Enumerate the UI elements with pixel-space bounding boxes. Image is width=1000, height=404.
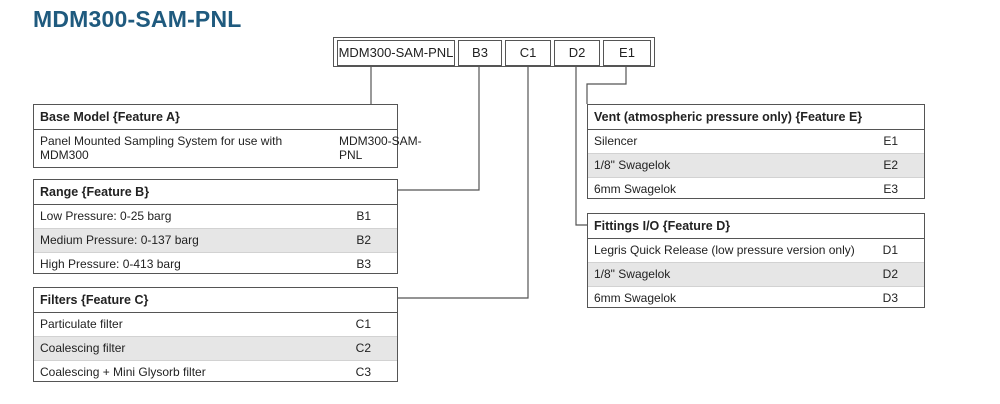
table-row: Coalescing filter C2 bbox=[34, 337, 397, 361]
row-code: E1 bbox=[883, 134, 898, 148]
row-code: MDM300-SAM-PNL bbox=[339, 134, 422, 162]
table-row: Coalescing + Mini Glysorb filter C3 bbox=[34, 361, 397, 384]
table-header: Range {Feature B} bbox=[34, 180, 397, 205]
table-row: Particulate filter C1 bbox=[34, 313, 397, 337]
row-description: Medium Pressure: 0-137 barg bbox=[40, 233, 199, 247]
table-base-model: Base Model {Feature A} Panel Mounted Sam… bbox=[33, 104, 422, 168]
row-description: Silencer bbox=[594, 134, 638, 148]
connector-filters bbox=[398, 66, 529, 299]
code-box-vent: E1 bbox=[603, 40, 651, 66]
row-description: 1/8" Swagelok bbox=[594, 158, 671, 172]
table-row: Low Pressure: 0-25 barg B1 bbox=[34, 205, 397, 229]
code-box-fittings: D2 bbox=[554, 40, 600, 66]
row-description: Low Pressure: 0-25 barg bbox=[40, 209, 172, 223]
row-code: E2 bbox=[883, 158, 898, 172]
row-code: C1 bbox=[355, 317, 371, 331]
row-code: E3 bbox=[883, 182, 898, 196]
table-fittings: Fittings I/O {Feature D} Legris Quick Re… bbox=[587, 213, 925, 308]
row-code: D1 bbox=[882, 243, 898, 257]
row-code: D3 bbox=[882, 291, 898, 305]
connector-vent bbox=[586, 66, 627, 104]
table-row: Silencer E1 bbox=[588, 130, 924, 154]
table-row: 1/8" Swagelok D2 bbox=[588, 263, 924, 287]
row-description: 6mm Swagelok bbox=[594, 182, 677, 196]
page-title: MDM300-SAM-PNL bbox=[33, 6, 242, 32]
code-box-range: B3 bbox=[458, 40, 502, 66]
connector-range bbox=[398, 66, 480, 191]
code-box-base: MDM300-SAM-PNL bbox=[337, 40, 455, 66]
code-box-filters: C1 bbox=[505, 40, 551, 66]
row-description: Coalescing + Mini Glysorb filter bbox=[40, 365, 206, 379]
row-code: C3 bbox=[355, 365, 371, 379]
table-header: Base Model {Feature A} bbox=[34, 105, 397, 130]
table-row: Medium Pressure: 0-137 barg B2 bbox=[34, 229, 397, 253]
row-description: Particulate filter bbox=[40, 317, 123, 331]
table-vent: Vent (atmospheric pressure only) {Featur… bbox=[587, 104, 925, 199]
table-row: Panel Mounted Sampling System for use wi… bbox=[34, 130, 422, 165]
table-row: 6mm Swagelok E3 bbox=[588, 178, 924, 201]
row-code: B1 bbox=[356, 209, 371, 223]
table-filters: Filters {Feature C} Particulate filter C… bbox=[33, 287, 398, 382]
row-description: High Pressure: 0-413 barg bbox=[40, 257, 181, 271]
table-row: 1/8" Swagelok E2 bbox=[588, 154, 924, 178]
row-description: Coalescing filter bbox=[40, 341, 126, 355]
row-code: B2 bbox=[356, 233, 371, 247]
table-header: Filters {Feature C} bbox=[34, 288, 397, 313]
table-row: 6mm Swagelok D3 bbox=[588, 287, 924, 310]
table-row: High Pressure: 0-413 barg B3 bbox=[34, 253, 397, 276]
row-code: C2 bbox=[355, 341, 371, 355]
row-code: D2 bbox=[882, 267, 898, 281]
row-description: 6mm Swagelok bbox=[594, 291, 677, 305]
row-description: Panel Mounted Sampling System for use wi… bbox=[40, 134, 283, 162]
table-range: Range {Feature B} Low Pressure: 0-25 bar… bbox=[33, 179, 398, 274]
table-header: Fittings I/O {Feature D} bbox=[588, 214, 924, 239]
table-header: Vent (atmospheric pressure only) {Featur… bbox=[588, 105, 924, 130]
row-description: Legris Quick Release (low pressure versi… bbox=[594, 243, 855, 257]
table-row: Legris Quick Release (low pressure versi… bbox=[588, 239, 924, 263]
row-code: B3 bbox=[356, 257, 371, 271]
row-description: 1/8" Swagelok bbox=[594, 267, 671, 281]
connector-fittings bbox=[575, 66, 587, 226]
